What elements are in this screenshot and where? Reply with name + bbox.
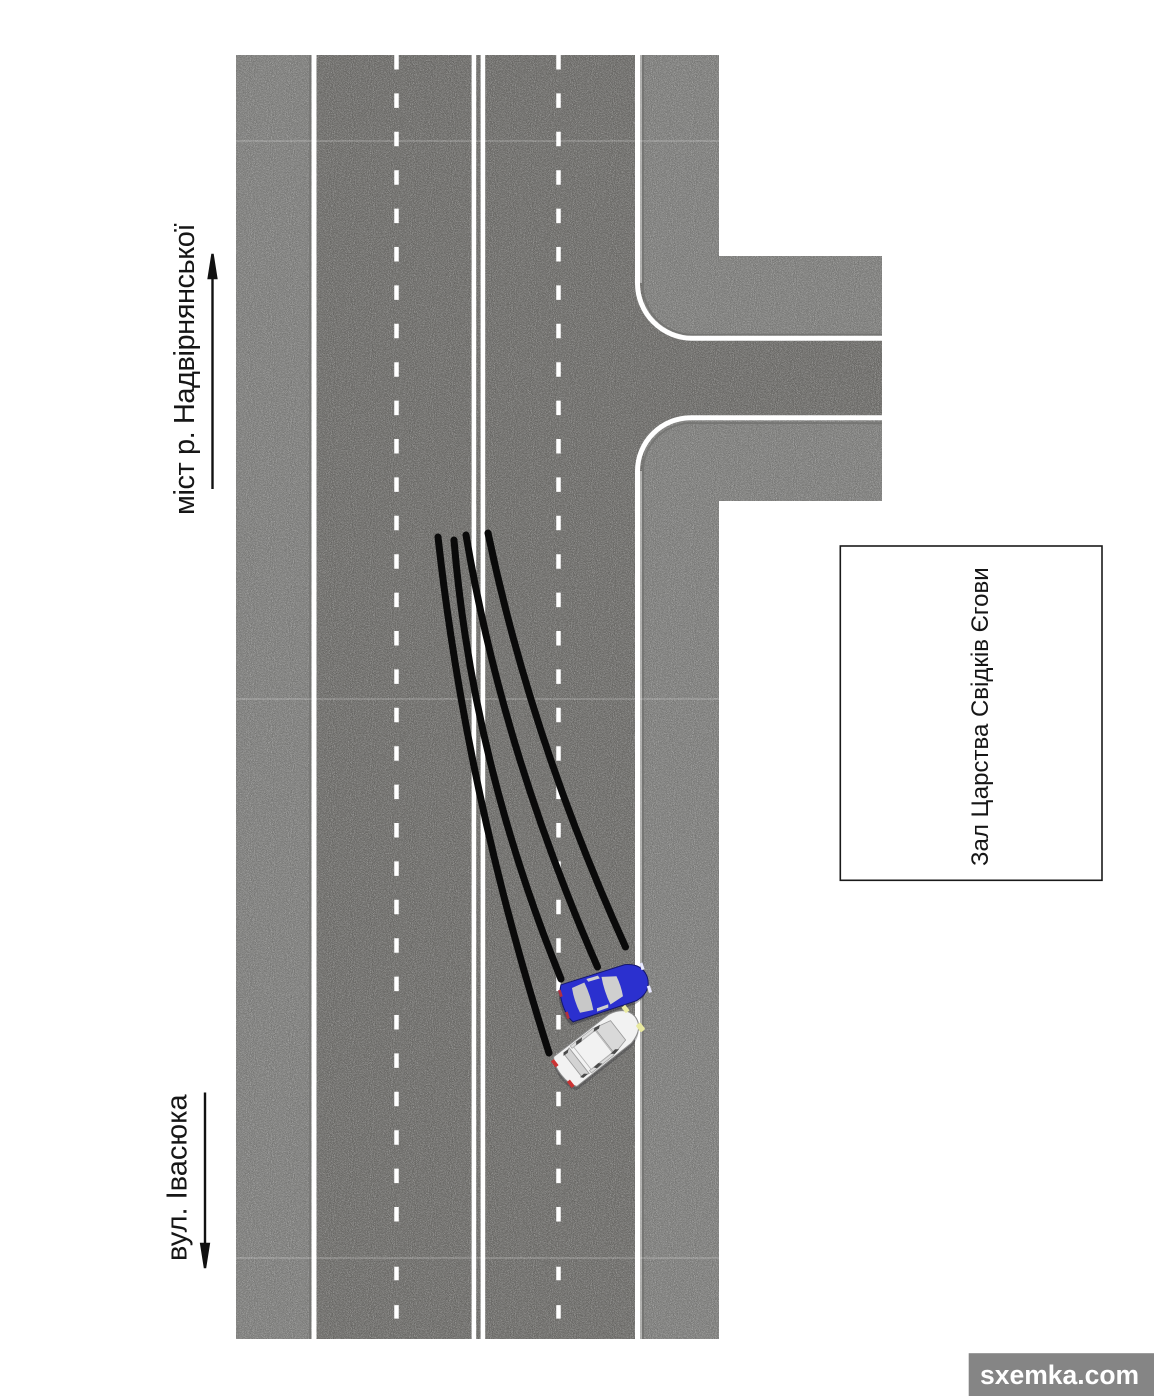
svg-text:міст р. Надвірнянської: міст р. Надвірнянської: [169, 224, 201, 515]
svg-text:sxemka.com: sxemka.com: [980, 1360, 1139, 1390]
svg-text:Зал Царства Свідків Єгови: Зал Царства Свідків Єгови: [967, 567, 994, 866]
svg-text:вул. Івасюка: вул. Івасюка: [162, 1093, 194, 1261]
